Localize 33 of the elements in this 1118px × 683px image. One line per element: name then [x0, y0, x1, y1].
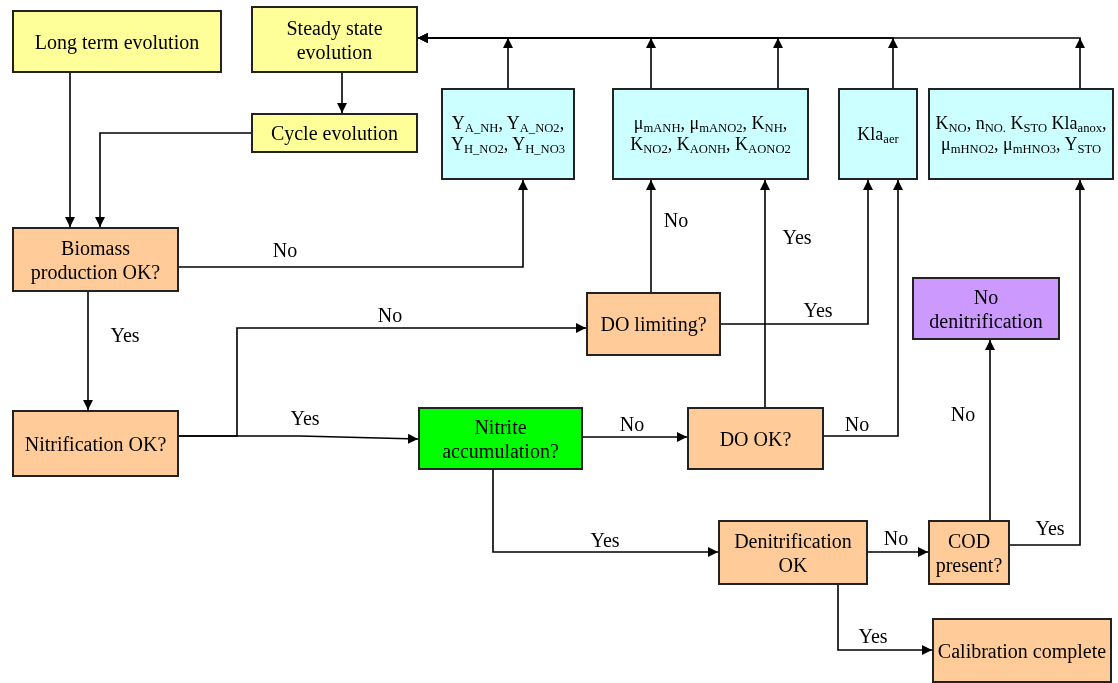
result-box: No denitrification — [912, 277, 1060, 340]
arrow — [985, 339, 995, 521]
decision-box: Biomass production OK? — [12, 227, 179, 292]
arrow — [646, 179, 656, 293]
parameter-box: K$_{NO}$, n$_{NO.}$ K$_{STO}$ Kla$_{anox}$, μ$_{mHNO2}$, μ$_{mHNO3}$, Y$_{STO}$ — [928, 88, 1114, 180]
parameter-box: μ$_{mANH}$, μ$_{mANO2}$, K$_{NH}$, K$_{NO2}$, K$_{AONH}$, K$_{AONO2}$ — [612, 88, 809, 180]
parameter-box: Kla$_{aer}$ — [838, 88, 918, 180]
start-box: Long term evolution — [12, 10, 222, 73]
arrow — [417, 33, 1081, 89]
decision-box: DO limiting? — [586, 292, 721, 356]
arrow — [492, 469, 719, 557]
arrow — [83, 291, 93, 411]
process-box: Steady state evolution — [251, 6, 418, 73]
decision-box: DO OK? — [687, 407, 824, 470]
arrow — [1009, 179, 1085, 546]
arrow — [337, 72, 347, 114]
arrow — [178, 433, 419, 444]
arrow — [65, 72, 75, 228]
arrow — [582, 432, 688, 442]
arrow — [720, 179, 873, 325]
decision-box: Denitrification OK — [718, 520, 868, 585]
decision-box: COD present? — [928, 520, 1010, 585]
process-box: Cycle evolution — [251, 113, 418, 153]
arrow — [867, 547, 929, 557]
arrow — [178, 179, 528, 268]
arrow — [837, 584, 933, 655]
decision-box: Nitrite accumulation? — [418, 407, 583, 470]
arrow — [95, 132, 252, 228]
decision-box: Nitrification OK? — [12, 410, 179, 477]
parameter-box: Y$_{A_NH}$, Y$_{A_NO2}$, Y$_{H_NO2}$, Y$_{H_NO3}$ — [441, 88, 575, 180]
result-box: Calibration complete — [932, 618, 1112, 683]
arrow — [823, 179, 903, 437]
arrow — [760, 179, 770, 408]
